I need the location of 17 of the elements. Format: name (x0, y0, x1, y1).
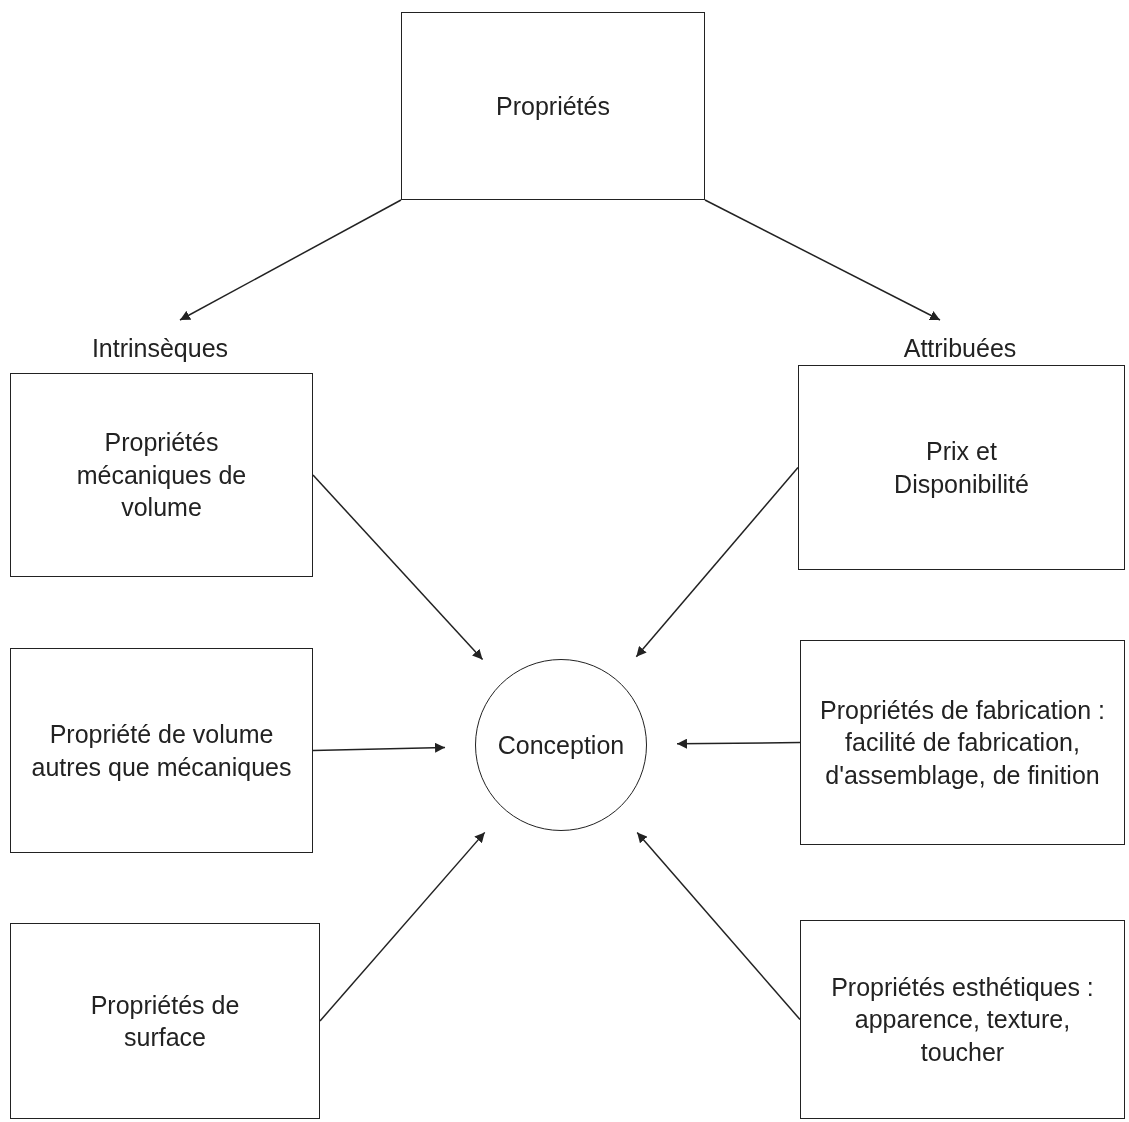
arrow (636, 831, 801, 1021)
arrow (704, 199, 941, 321)
process-box: Propriétés de fabrication : facilité de fabrication, d'assemblage, de finition (800, 640, 1125, 845)
process-box: Propriétés esthétiques : apparence, texture, toucher (800, 920, 1125, 1119)
arrow (312, 742, 446, 753)
category-label: Intrinsèques (55, 328, 265, 368)
process-box: Prix et Disponibilité (798, 365, 1125, 570)
arrow (179, 199, 402, 321)
process-box: Propriétés (401, 12, 705, 200)
process-box: Propriétés de surface (10, 923, 320, 1119)
arrow (319, 831, 486, 1022)
process-box: Propriétés mécaniques de volume (10, 373, 313, 577)
category-label: Attribuées (860, 328, 1060, 368)
process-box: Propriété de volume autres que mécaniques (10, 648, 313, 853)
arrow (676, 738, 801, 749)
arrow (635, 466, 799, 658)
arrow (312, 474, 484, 661)
